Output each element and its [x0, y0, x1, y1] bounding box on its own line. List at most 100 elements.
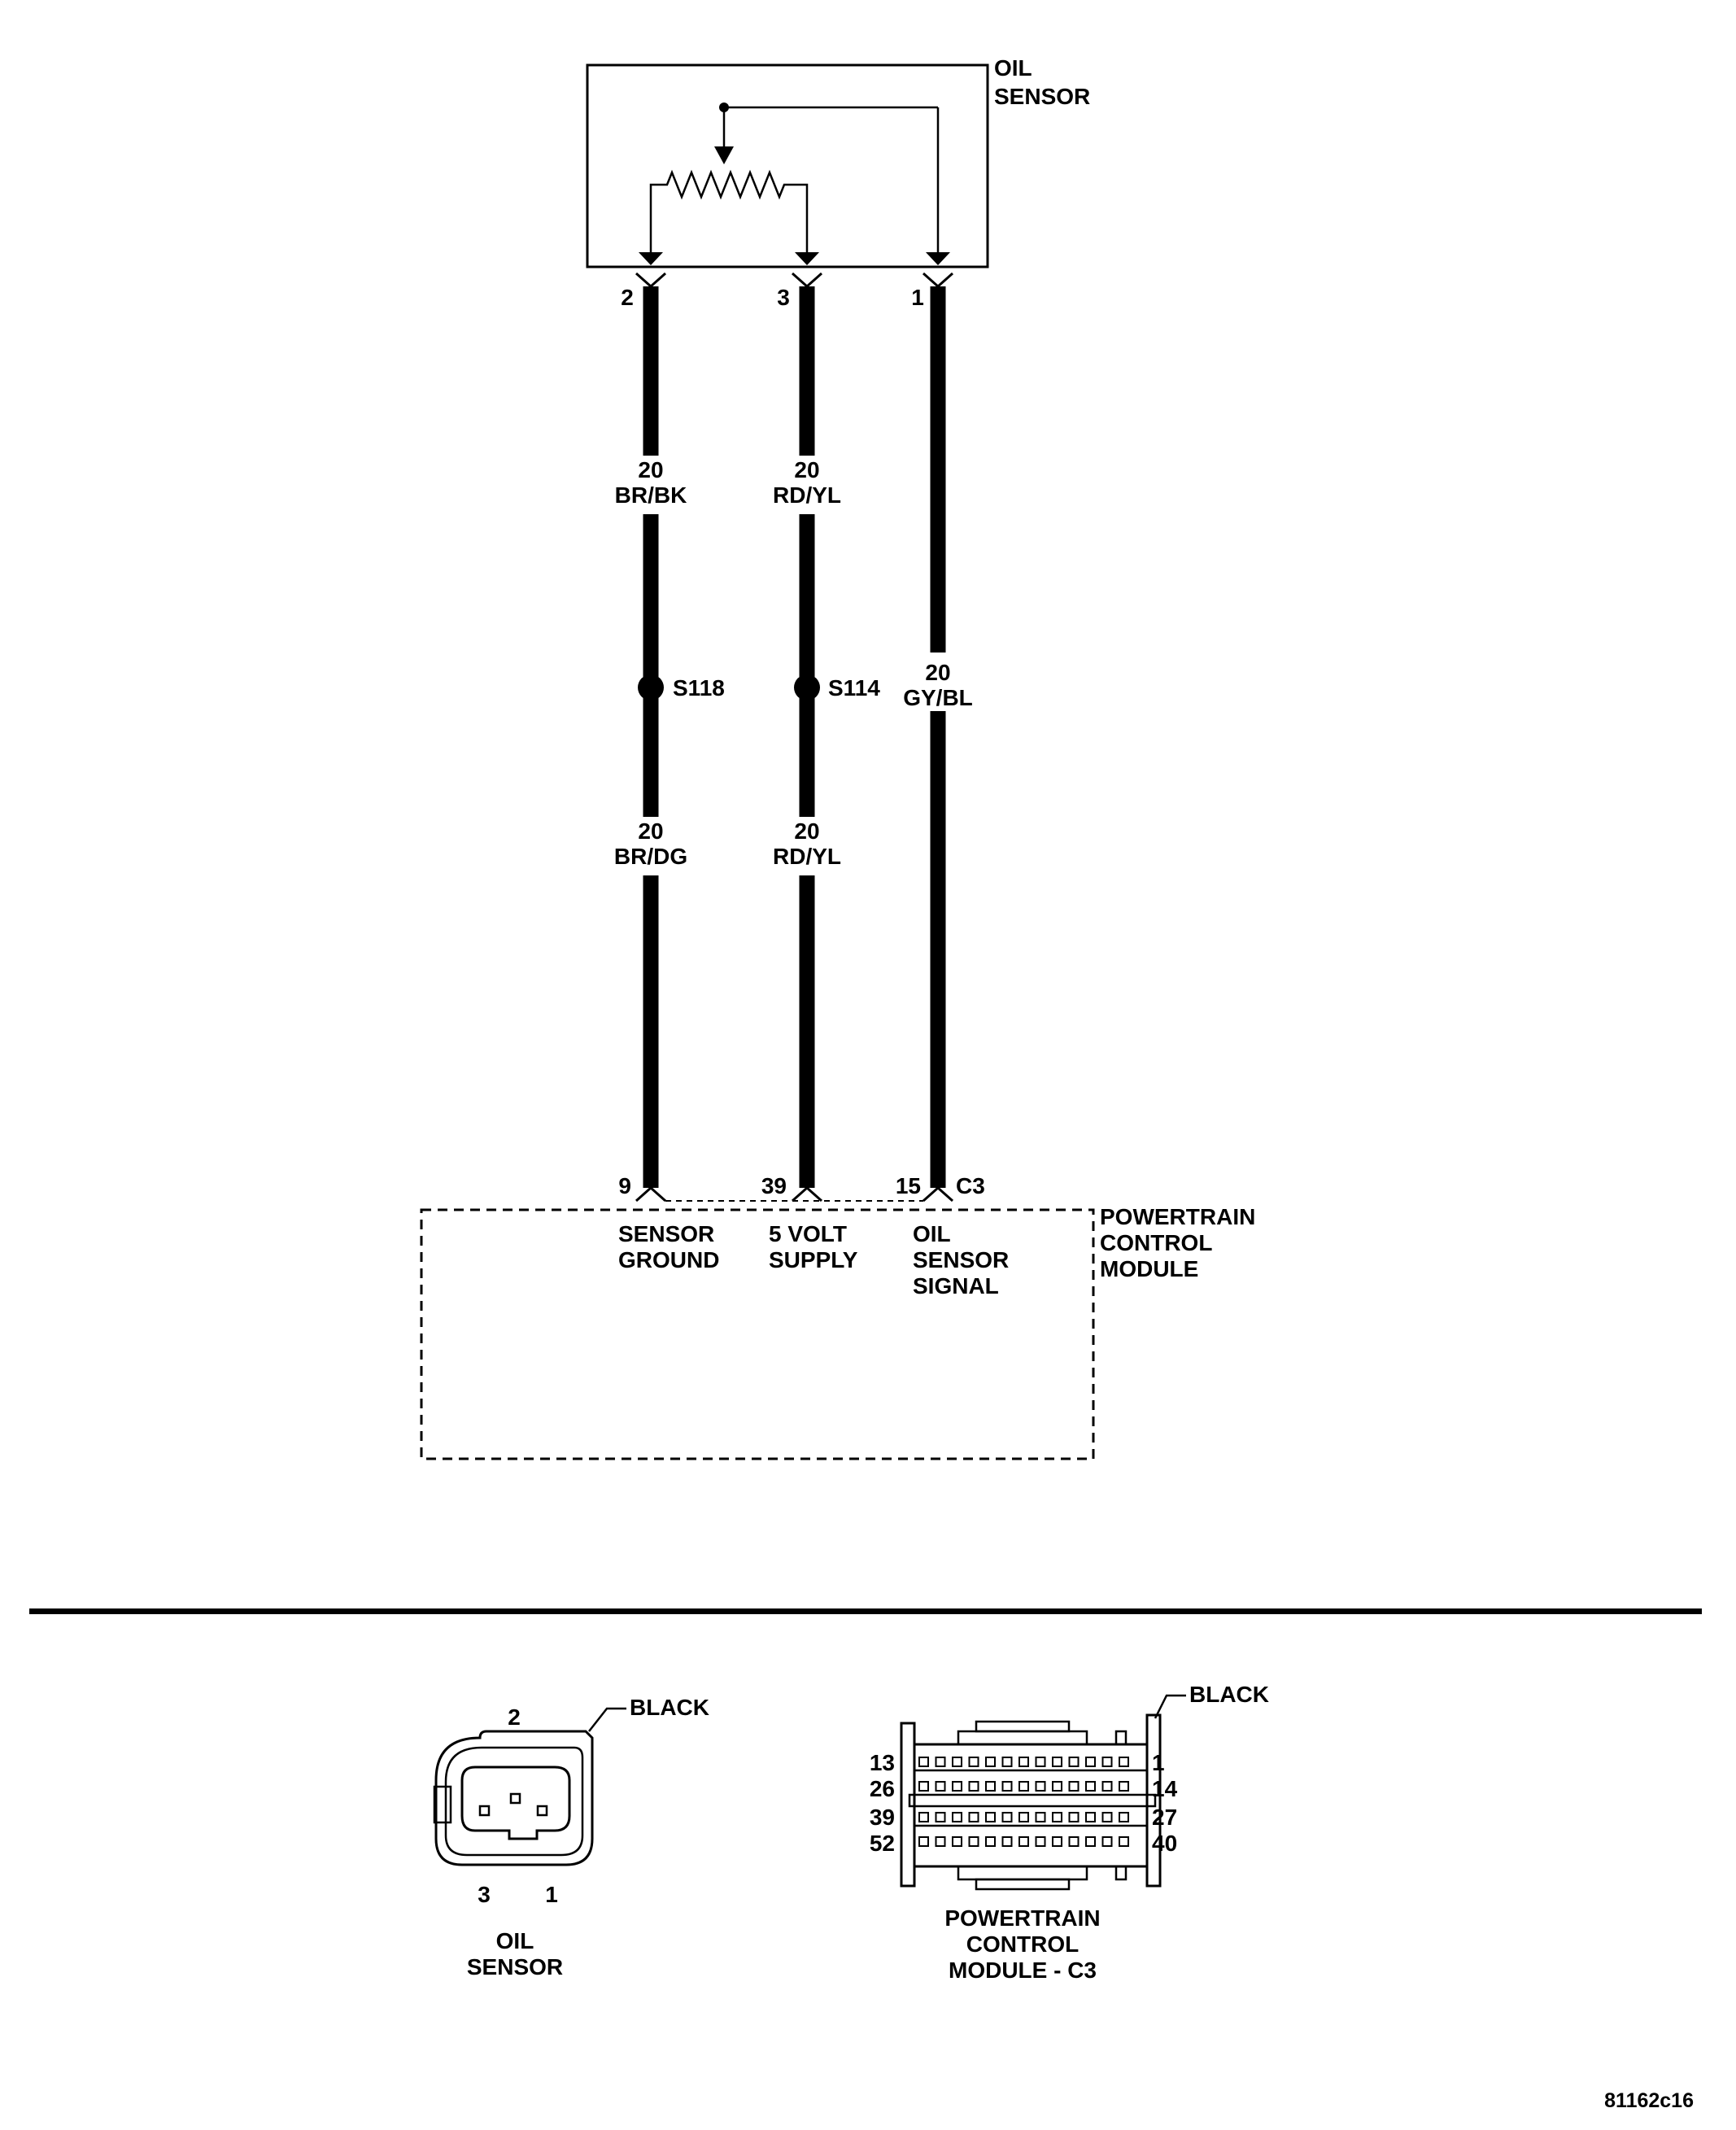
sensor-pin-2-label: 2 — [621, 285, 634, 310]
pcm-cavity — [1001, 1757, 1013, 1767]
pcm-cavity — [1001, 1781, 1013, 1792]
oil-sensor-label-line2: SENSOR — [994, 84, 1090, 109]
pcm-cavity — [1018, 1812, 1029, 1822]
sensor-pin-1-label: 1 — [911, 285, 924, 310]
pcm-cavity — [918, 1836, 929, 1847]
pcm-pin-40: 40 — [1152, 1831, 1177, 1856]
wire-color-br-bk: BR/BK — [615, 482, 687, 508]
pcm-cavity — [1101, 1836, 1113, 1847]
pcm-cavity — [968, 1812, 979, 1822]
pcm-cavity — [1052, 1836, 1062, 1847]
pcm-cavity — [968, 1757, 979, 1767]
potentiometer-symbol — [649, 103, 940, 260]
pcm-cavity — [968, 1836, 979, 1847]
wire-color-gy-bl: GY/BL — [903, 685, 973, 710]
pcm-cavity — [1035, 1781, 1046, 1792]
function-sensor-ground-line2: GROUND — [618, 1247, 719, 1272]
pcm-cavity — [1052, 1812, 1062, 1822]
pcm-cavity — [985, 1757, 996, 1767]
pcm-cavity — [1119, 1781, 1129, 1792]
oil-sensor-pin-bottom-left: 3 — [478, 1882, 491, 1907]
pcm-cavity — [1085, 1781, 1096, 1792]
function-5-volt-supply-line2: SUPPLY — [769, 1247, 858, 1272]
oil-sensor-connector-color: BLACK — [630, 1695, 709, 1720]
pcm-cavity — [935, 1781, 946, 1792]
pin-1-cavity — [536, 1805, 548, 1817]
pcm-cavity — [985, 1812, 996, 1822]
wire-gauge-upper: 20 — [794, 457, 819, 482]
circuit-oil-sensor-signal: 1 20 GY/BL 15 C3 OIL SENSOR SIGNAL — [896, 272, 1009, 1299]
black-leader-line — [1154, 1694, 1186, 1719]
pcm-cavity — [1035, 1757, 1046, 1767]
pcm-pin-1: 1 — [1152, 1750, 1165, 1775]
splice-s114-label: S114 — [828, 675, 880, 701]
pcm-connector-color: BLACK — [1189, 1682, 1269, 1707]
pcm-cavity — [1101, 1757, 1113, 1767]
pcm-connector-chevron — [635, 1185, 666, 1202]
pcm-label-line2: CONTROL — [1100, 1230, 1212, 1255]
pcm-cavity — [1085, 1812, 1096, 1822]
pcm-c3-caption-line3: MODULE - C3 — [949, 1958, 1097, 1983]
pcm-cavity — [1018, 1836, 1029, 1847]
pcm-pin-39: 39 — [870, 1805, 895, 1830]
pcm-cavity — [1085, 1757, 1096, 1767]
pcm-pin-15-label: 15 — [896, 1173, 921, 1198]
pcm-cavity — [1035, 1812, 1046, 1822]
pcm-label-line1: POWERTRAIN — [1100, 1204, 1255, 1229]
pcm-c3-connector-view: BLACK 13 26 39 52 1 14 27 40 POWERTRAIN … — [870, 1682, 1269, 1983]
wire-gauge: 20 — [925, 660, 950, 685]
pcm-cavity — [1068, 1781, 1080, 1792]
pcm-c3-cavities — [918, 1757, 1129, 1847]
pin-2-cavity — [509, 1792, 521, 1805]
pcm-pin-14: 14 — [1152, 1776, 1178, 1801]
pcm-connector-c3-label: C3 — [956, 1173, 985, 1198]
pcm-cavity — [1119, 1812, 1129, 1822]
pcm-pin-26: 26 — [870, 1776, 895, 1801]
pcm-cavity — [952, 1836, 962, 1847]
pcm-cavity — [1052, 1757, 1062, 1767]
pcm-cavity — [1001, 1836, 1013, 1847]
sensor-connector-chevron — [635, 272, 666, 289]
pcm-cavity — [918, 1781, 929, 1792]
pcm-connector-chevron — [923, 1185, 953, 1202]
wire-gauge-upper: 20 — [638, 457, 663, 482]
oil-sensor-component: OIL SENSOR — [586, 55, 1090, 268]
sensor-pin-arrows — [639, 252, 950, 265]
pcm-cavity — [952, 1781, 962, 1792]
oil-sensor-pin-top: 2 — [508, 1704, 521, 1730]
pcm-c3-caption-line2: CONTROL — [966, 1931, 1079, 1957]
pcm-pin-13: 13 — [870, 1750, 895, 1775]
pcm-cavity — [968, 1781, 979, 1792]
pcm-cavity — [1018, 1757, 1029, 1767]
oil-sensor-label-line1: OIL — [994, 55, 1032, 81]
figure-id: 81162c16 — [1604, 2089, 1694, 2112]
pcm-cavity — [985, 1836, 996, 1847]
sensor-connector-chevron — [792, 272, 822, 289]
pcm-cavity — [1068, 1836, 1080, 1847]
pcm-pin-39-label: 39 — [761, 1173, 787, 1198]
splice-s118-label: S118 — [673, 675, 725, 701]
function-oil-sensor-signal-line3: SIGNAL — [913, 1273, 999, 1299]
pcm-cavity — [935, 1757, 946, 1767]
pcm-cavity — [952, 1757, 962, 1767]
sensor-connector-chevron — [923, 272, 953, 289]
pcm-pin-27: 27 — [1152, 1805, 1177, 1830]
pcm-cavity — [935, 1836, 946, 1847]
pcm-cavity — [1101, 1781, 1113, 1792]
pcm-cavity — [1101, 1812, 1113, 1822]
wire-gauge-lower: 20 — [638, 818, 663, 844]
pin-3-cavity — [478, 1805, 491, 1817]
pcm-pin-52: 52 — [870, 1831, 895, 1856]
function-oil-sensor-signal-line2: SENSOR — [913, 1247, 1009, 1272]
circuit-5-volt-supply: 3 20 RD/YL S114 20 RD/YL 39 5 VOLT SUPPL… — [761, 272, 880, 1272]
function-sensor-ground-line1: SENSOR — [618, 1221, 714, 1246]
pcm-cavity — [1018, 1781, 1029, 1792]
oil-sensor-pin-bottom-right: 1 — [545, 1882, 558, 1907]
pcm-cavity — [1085, 1836, 1096, 1847]
pcm-cavity — [1119, 1836, 1129, 1847]
pcm-box — [420, 1208, 1095, 1460]
pcm-component: POWERTRAIN CONTROL MODULE — [420, 1200, 1255, 1460]
black-leader-line — [588, 1707, 626, 1732]
wire-color-rd-yl-lower: RD/YL — [773, 844, 841, 869]
